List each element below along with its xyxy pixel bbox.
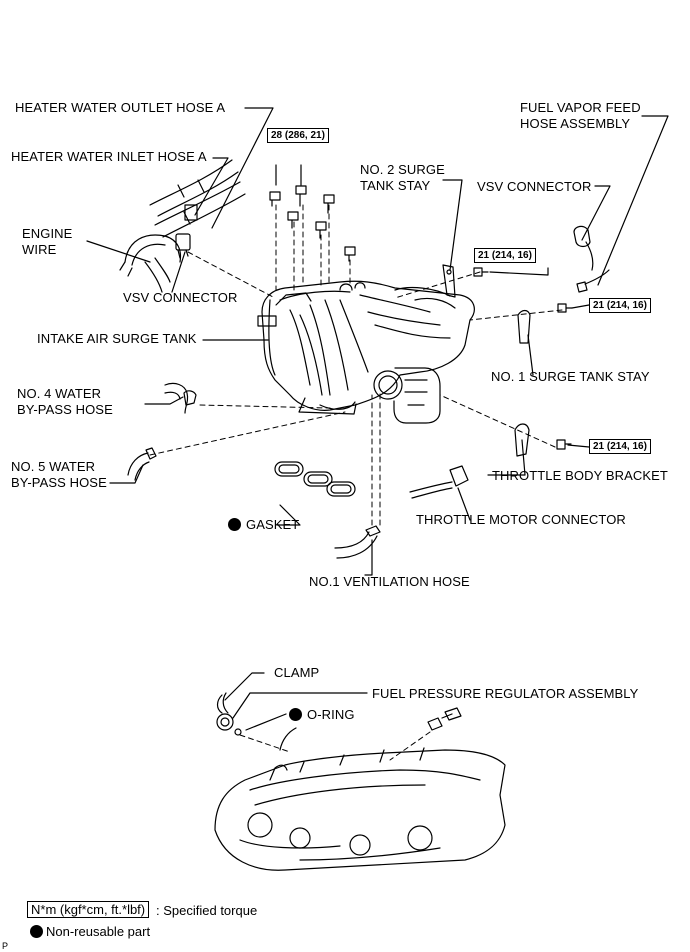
legend-non-reusable-part: Non-reusable part xyxy=(46,924,151,939)
engine-block-icon xyxy=(214,727,506,871)
label-engine-wire: ENGINE WIRE xyxy=(22,226,73,257)
fuel-vapor-hose-icon xyxy=(576,269,610,293)
no1-ventilation-hose-icon xyxy=(334,525,381,559)
label-heater-inlet-hose: HEATER WATER INLET HOSE A xyxy=(11,149,207,164)
torque-box-21-c: 21 (214, 16) xyxy=(589,439,651,454)
side-bolts-icon xyxy=(473,267,573,450)
gasket-icon xyxy=(274,461,356,497)
label-vsv-connector-right: VSV CONNECTOR xyxy=(477,179,592,194)
label-no1-surge-tank-stay: NO. 1 SURGE TANK STAY xyxy=(491,369,650,384)
no2-surge-stay-icon xyxy=(442,264,456,298)
label-o-ring: O-RING xyxy=(307,707,355,722)
label-throttle-motor-connector: THROTTLE MOTOR CONNECTOR xyxy=(416,512,626,527)
non-reusable-icon xyxy=(228,518,241,531)
label-no1-ventilation-hose: NO.1 VENTILATION HOSE xyxy=(309,574,470,589)
throttle-motor-connector-icon xyxy=(409,465,469,499)
label-intake-air-surge-tank: INTAKE AIR SURGE TANK xyxy=(37,331,197,346)
figure-code: P xyxy=(2,941,9,951)
non-reusable-icon xyxy=(289,708,302,721)
legend-torque-description: : Specified torque xyxy=(156,903,258,918)
label-clamp: CLAMP xyxy=(274,665,320,680)
label-no4-water-bypass-hose: NO. 4 WATER BY-PASS HOSE xyxy=(17,386,113,417)
label-heater-outlet-hose: HEATER WATER OUTLET HOSE A xyxy=(15,100,226,115)
label-fuel-vapor-feed-hose: FUEL VAPOR FEED HOSE ASSEMBLY xyxy=(520,100,641,131)
legend-torque-unit: N*m (kgf*cm, ft.*lbf) xyxy=(27,901,150,918)
clamp-icon xyxy=(216,692,229,714)
leader-lines xyxy=(86,107,669,731)
no5-water-bypass-hose-icon xyxy=(127,447,157,481)
fuel-regulator-icon xyxy=(216,713,242,736)
label-vsv-connector-left: VSV CONNECTOR xyxy=(123,290,238,305)
torque-box-21-a: 21 (214, 16) xyxy=(474,248,536,263)
label-throttle-body-bracket: THROTTLE BODY BRACKET xyxy=(492,468,668,483)
vsv-connector-right-icon xyxy=(573,225,594,271)
heater-hoses-icon xyxy=(149,159,246,238)
engine-wire-icon xyxy=(119,233,191,293)
label-fuel-pressure-regulator: FUEL PRESSURE REGULATOR ASSEMBLY xyxy=(372,686,639,701)
intake-surge-tank-icon xyxy=(257,280,475,415)
no1-surge-stay-icon xyxy=(517,309,531,344)
label-no5-water-bypass-hose: NO. 5 WATER BY-PASS HOSE xyxy=(11,459,107,490)
label-no2-surge-tank-stay: NO. 2 SURGE TANK STAY xyxy=(360,162,445,193)
throttle-bracket-icon xyxy=(514,423,530,457)
torque-box-21-b: 21 (214, 16) xyxy=(589,298,651,313)
bolts-icon xyxy=(269,185,356,262)
label-gasket: GASKET xyxy=(246,517,300,532)
fuel-connector-icon xyxy=(427,707,462,731)
alignment-lines xyxy=(149,204,563,761)
throttle-body-icon xyxy=(373,367,441,424)
torque-box-28: 28 (286, 21) xyxy=(267,128,329,143)
non-reusable-icon xyxy=(30,925,43,938)
no4-water-bypass-hose-icon xyxy=(164,382,197,414)
